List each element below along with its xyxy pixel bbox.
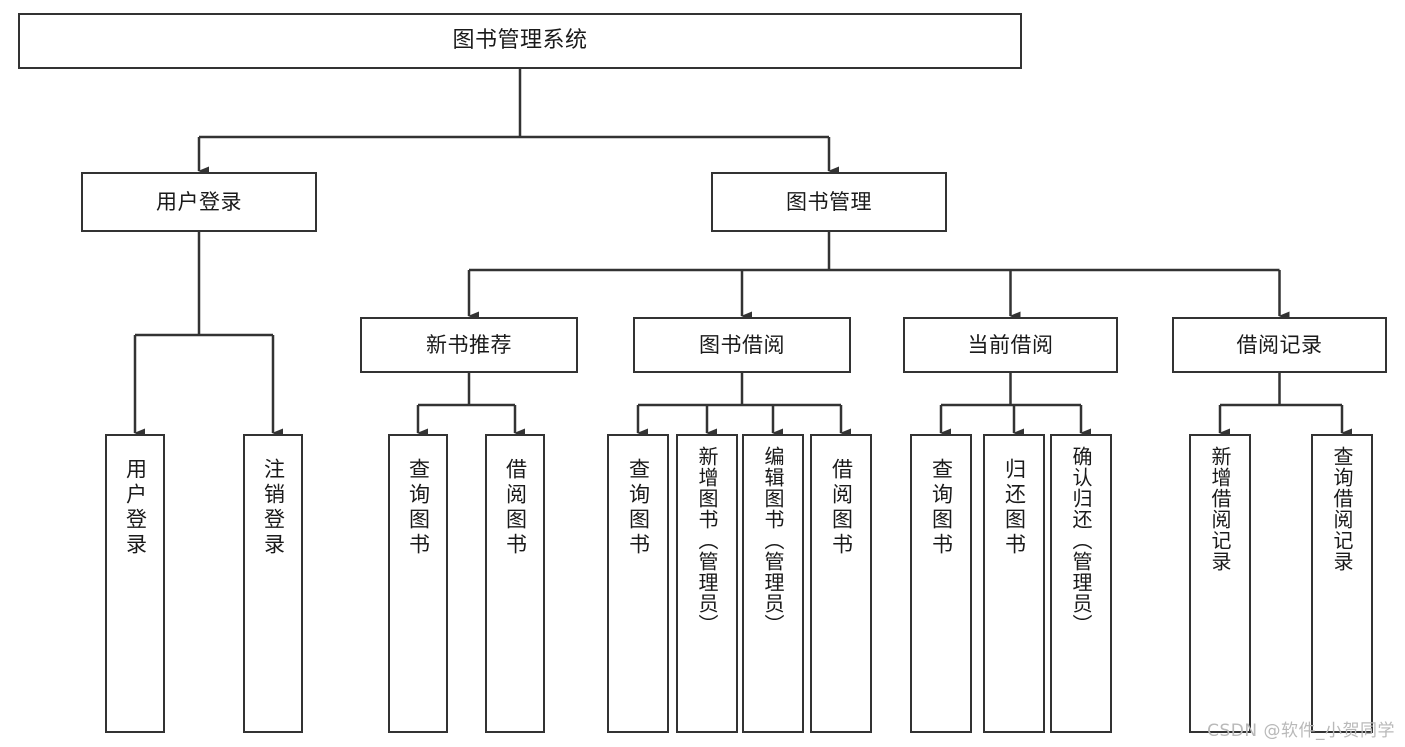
node-login[interactable]: 用户登录: [81, 172, 317, 232]
node-leaf-cu-query[interactable]: 查询图书: [910, 434, 972, 733]
node-leaf-bo-borrow[interactable]: 借阅图书: [810, 434, 872, 733]
node-label: 编辑图书（管理员）: [761, 446, 785, 635]
node-label: 用户登录: [123, 458, 148, 558]
node-label: 查询图书: [626, 458, 651, 558]
node-leaf-bo-add[interactable]: 新增图书（管理员）: [676, 434, 738, 733]
node-leaf-cu-confirm[interactable]: 确认归还（管理员）: [1050, 434, 1112, 733]
node-leaf-nb-borrow[interactable]: 借阅图书: [485, 434, 545, 733]
node-label: 查询图书: [406, 458, 431, 558]
node-leaf-cu-return[interactable]: 归还图书: [983, 434, 1045, 733]
node-current[interactable]: 当前借阅: [903, 317, 1118, 373]
node-borrow[interactable]: 图书借阅: [633, 317, 851, 373]
node-label: 查询图书: [929, 458, 954, 558]
node-leaf-re-add[interactable]: 新增借阅记录: [1189, 434, 1251, 733]
watermark-text: CSDN @软件_小贺同学: [1207, 721, 1395, 741]
node-newbook[interactable]: 新书推荐: [360, 317, 578, 373]
node-records[interactable]: 借阅记录: [1172, 317, 1387, 373]
node-leaf-bo-edit[interactable]: 编辑图书（管理员）: [742, 434, 804, 733]
node-label: 新增借阅记录: [1208, 446, 1232, 572]
node-label: 借阅图书: [503, 458, 528, 558]
node-label: 确认归还（管理员）: [1069, 446, 1093, 635]
connector-edges: [133, 69, 1352, 438]
node-label: 注销登录: [261, 458, 286, 558]
node-leaf-user-login[interactable]: 用户登录: [105, 434, 165, 733]
node-label: 借阅图书: [829, 458, 854, 558]
node-bookmgmt[interactable]: 图书管理: [711, 172, 947, 232]
node-leaf-logout[interactable]: 注销登录: [243, 434, 303, 733]
node-label: 图书管理系统: [452, 28, 588, 54]
node-label: 用户登录: [156, 189, 242, 214]
node-leaf-bo-query[interactable]: 查询图书: [607, 434, 669, 733]
node-label: 新增图书（管理员）: [695, 446, 719, 635]
node-label: 图书管理: [786, 189, 872, 214]
node-root[interactable]: 图书管理系统: [18, 13, 1022, 69]
node-leaf-nb-query[interactable]: 查询图书: [388, 434, 448, 733]
node-label: 借阅记录: [1236, 332, 1323, 357]
node-label: 图书借阅: [699, 332, 785, 357]
node-label: 当前借阅: [967, 332, 1054, 357]
node-leaf-re-query[interactable]: 查询借阅记录: [1311, 434, 1373, 733]
node-label: 查询借阅记录: [1330, 446, 1354, 572]
node-label: 归还图书: [1002, 458, 1027, 558]
node-label: 新书推荐: [426, 332, 512, 357]
